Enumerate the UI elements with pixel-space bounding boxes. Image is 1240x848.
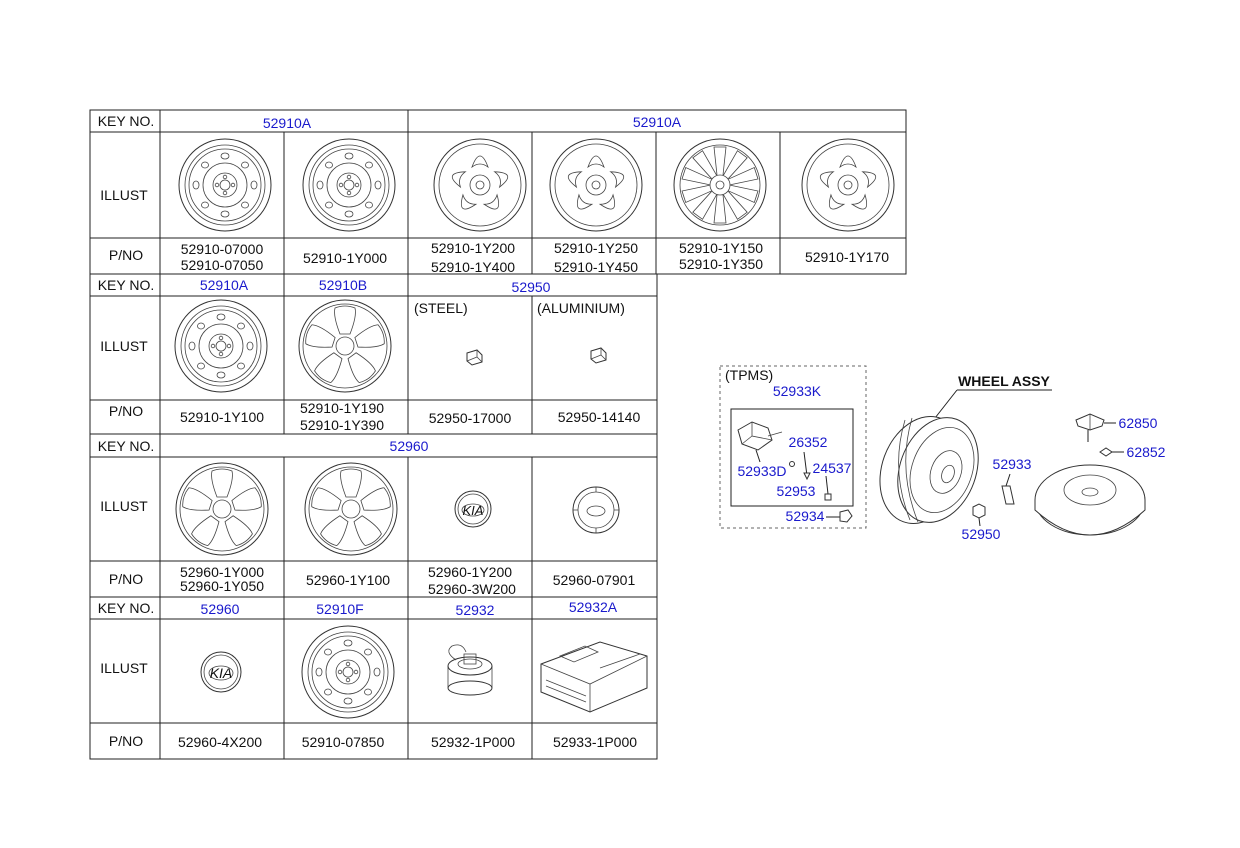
sub-label-aluminium: (ALUMINIUM) — [537, 300, 625, 316]
key-no-label[interactable]: 52910B — [319, 277, 367, 293]
callout-label[interactable]: 52953 — [777, 483, 816, 499]
part-number: 52960-07901 — [553, 572, 636, 588]
part-number: 52950-14140 — [558, 409, 641, 425]
callout-label[interactable]: 24537 — [813, 460, 852, 476]
spoke-wheel-icon — [673, 138, 767, 232]
steel-wheel-icon — [302, 138, 396, 232]
part-number: 52960-3W200 — [428, 581, 516, 597]
key-no-label[interactable]: 52932A — [569, 599, 618, 615]
key-no-label[interactable]: 52910F — [316, 601, 363, 617]
callout-label[interactable]: 52933D — [737, 463, 786, 479]
callout-label[interactable]: 26352 — [789, 434, 828, 450]
steel-wheel-icon — [178, 138, 272, 232]
table-block-3: KEY NO. ILLUST P/NO 52960 KIA 52960-1Y00… — [89, 433, 658, 598]
part-number: 52910-1Y250 — [554, 240, 638, 256]
wheel-assembly-group: WHEEL ASSY 52933 52950 — [879, 373, 1166, 542]
tire-cap-icon — [1075, 413, 1105, 442]
kia-emblem-icon: KIA — [200, 651, 242, 693]
part-number: 52960-4X200 — [178, 734, 262, 750]
key-no-label[interactable]: 52950 — [512, 279, 551, 295]
lug-nut-icon — [590, 347, 607, 364]
row-label-key: KEY NO. — [98, 600, 155, 616]
spare-tire-icon — [1034, 464, 1146, 536]
part-number: 52910-1Y200 — [431, 240, 515, 256]
part-number: 52910-1Y100 — [180, 409, 264, 425]
key-no-label[interactable]: 52910A — [633, 114, 682, 130]
part-number: 52932-1P000 — [431, 734, 515, 750]
part-number: 52910-1Y390 — [300, 417, 384, 433]
callout-label[interactable]: 62850 — [1119, 415, 1158, 431]
compressor-icon — [540, 641, 648, 713]
key-no-label[interactable]: 52960 — [390, 438, 429, 454]
row-label-pno: P/NO — [109, 733, 143, 749]
tpms-sensor-icon — [737, 421, 783, 451]
steel-wheel-icon — [301, 625, 395, 719]
alloy-wheel-icon — [433, 138, 527, 232]
key-no-label[interactable]: 52910A — [263, 115, 312, 131]
callout-label[interactable]: 62852 — [1127, 444, 1166, 460]
table-block-1: KEY NO. ILLUST P/NO 52910A 52910A 52910-… — [89, 109, 907, 275]
steel-wheel-icon — [174, 299, 268, 393]
part-number: 52960-1Y100 — [306, 572, 390, 588]
steel-wheel-side-icon — [879, 416, 979, 524]
row-label-key: KEY NO. — [98, 277, 155, 293]
callout-label[interactable]: 52934 — [786, 508, 825, 524]
kia-emblem-icon: KIA — [454, 490, 492, 528]
table-block-2: KEY NO. ILLUST P/NO 52910A 52910B 52950 … — [89, 273, 658, 435]
row-label-illust: ILLUST — [100, 498, 148, 514]
tpms-title: (TPMS) — [725, 367, 773, 383]
alloy-wheel-icon — [801, 138, 895, 232]
callout-label[interactable]: 52933 — [993, 456, 1032, 472]
row-label-pno: P/NO — [109, 571, 143, 587]
part-number: 52910-1Y000 — [303, 250, 387, 266]
part-number: 52910-1Y150 — [679, 240, 763, 256]
hub-cap-icon — [572, 486, 620, 534]
part-number: 52910-1Y450 — [554, 259, 638, 275]
row-label-pno: P/NO — [109, 247, 143, 263]
row-label-key: KEY NO. — [98, 113, 155, 129]
key-no-label[interactable]: 52960 — [201, 601, 240, 617]
part-number: 52910-1Y350 — [679, 256, 763, 272]
row-label-illust: ILLUST — [100, 660, 148, 676]
wheel-cover-icon — [304, 462, 398, 556]
tpms-group: (TPMS) 52933K 52933D 26352 52953 24537 5… — [719, 365, 867, 529]
emblem-text: KIA — [463, 503, 484, 518]
wheel-cover-icon — [298, 299, 392, 393]
key-no-label[interactable]: 52932 — [456, 602, 495, 618]
part-number: 52960-1Y200 — [428, 564, 512, 580]
alloy-wheel-icon — [549, 138, 643, 232]
lug-nut-icon — [972, 503, 986, 519]
key-no-label[interactable]: 52910A — [200, 277, 249, 293]
row-label-key: KEY NO. — [98, 438, 155, 454]
emblem-text: KIA — [210, 665, 233, 681]
row-label-illust: ILLUST — [100, 187, 148, 203]
wheel-cover-icon — [175, 462, 269, 556]
part-number: 52933-1P000 — [553, 734, 637, 750]
part-number: 52910-1Y170 — [805, 249, 889, 265]
table-block-4: KEY NO. ILLUST P/NO 52960 52910F 52932 5… — [89, 596, 658, 760]
part-number: 52960-1Y000 — [180, 564, 264, 580]
callout-label[interactable]: 52933K — [773, 383, 822, 399]
part-number: 52910-1Y190 — [300, 400, 384, 416]
part-number: 52910-1Y400 — [431, 259, 515, 275]
callout-label[interactable]: 52950 — [962, 526, 1001, 542]
part-number: 52960-1Y050 — [180, 578, 264, 594]
row-label-pno: P/NO — [109, 403, 143, 419]
wheel-assy-title: WHEEL ASSY — [958, 373, 1050, 389]
part-number: 52910-07850 — [302, 734, 385, 750]
part-number: 52910-07000 — [181, 241, 264, 257]
repair-kit-icon — [447, 644, 493, 696]
sub-label-steel: (STEEL) — [414, 300, 468, 316]
row-label-illust: ILLUST — [100, 338, 148, 354]
part-number: 52910-07050 — [181, 257, 264, 273]
part-number: 52950-17000 — [429, 410, 512, 426]
lug-nut-icon — [466, 349, 483, 366]
